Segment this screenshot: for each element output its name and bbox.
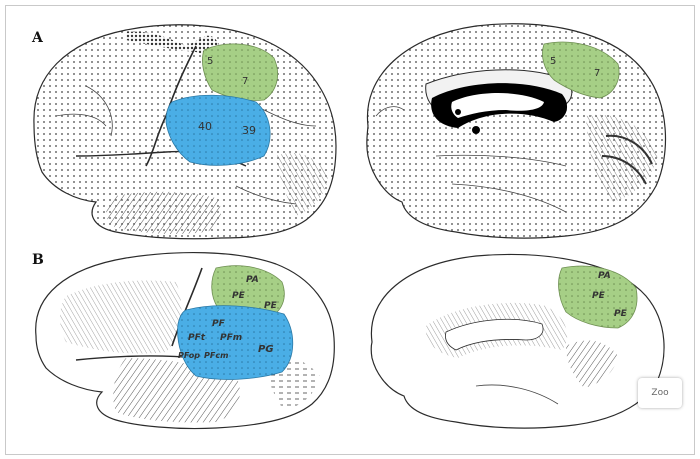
- area-5-7-lateral: [202, 43, 278, 101]
- area-label-pe-medial-2: PE: [614, 309, 628, 319]
- panel-a-lateral-hemisphere: 5 7 40 39: [33, 24, 337, 240]
- area-pf-pg-lateral: [177, 305, 294, 380]
- area-label-5: 5: [207, 56, 213, 67]
- area-label-pft: PFt: [188, 333, 206, 343]
- area-label-pf: PF: [212, 319, 226, 329]
- area-label-7-medial: 7: [594, 68, 600, 79]
- panel-b-medial-hemisphere: PA PE PE: [370, 253, 665, 429]
- area-label-pfm: PFm: [220, 333, 242, 343]
- area-pa-pe-medial: [558, 265, 638, 329]
- zoom-watermark: Zoo: [638, 378, 682, 408]
- area-label-pg: PG: [258, 344, 274, 355]
- area-label-5-medial: 5: [550, 56, 556, 67]
- area-label-7: 7: [242, 76, 248, 87]
- panel-label-a: A: [32, 30, 43, 46]
- area-label-39: 39: [242, 124, 256, 137]
- area-label-pa-medial: PA: [598, 271, 611, 281]
- area-label-pe-medial-1: PE: [592, 291, 606, 301]
- panel-b-lateral-hemisphere: PA PE PE PF PFt PFm PG PFop PFcm: [35, 252, 335, 430]
- panel-a-medial-hemisphere: 5 7: [366, 23, 667, 239]
- area-label-pfop: PFop: [178, 351, 200, 360]
- panel-label-b: B: [32, 252, 44, 268]
- brain-diagram: 5 7 40 39 5 7: [33, 23, 667, 430]
- area-label-pe-1: PE: [232, 291, 246, 301]
- figure-frame: A B: [5, 5, 695, 455]
- area-label-pfcm: PFcm: [204, 351, 228, 360]
- area-39-40-lateral: [165, 94, 271, 166]
- area-label-40: 40: [198, 120, 212, 133]
- area-label-pa: PA: [246, 275, 259, 285]
- area-5-7-medial: [542, 41, 620, 99]
- area-label-pe-2: PE: [264, 301, 278, 311]
